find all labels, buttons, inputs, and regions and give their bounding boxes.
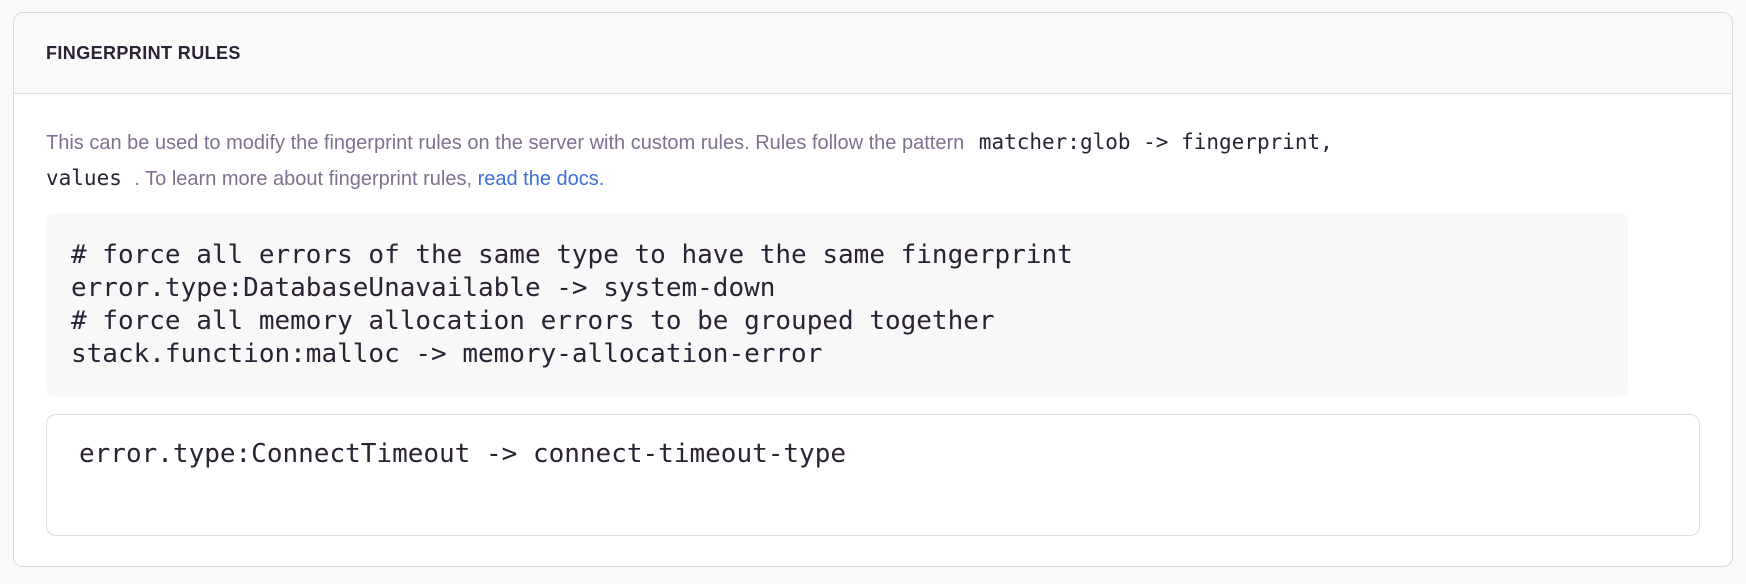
description-text-1: This can be used to modify the fingerpri… [46, 132, 965, 154]
inline-code-pattern: matcher:glob -> fingerprint, [978, 130, 1333, 154]
description-text-2: . To learn more about fingerprint rules, [134, 168, 473, 190]
fingerprint-rules-panel: FINGERPRINT RULES This can be used to mo… [13, 12, 1733, 567]
read-the-docs-link[interactable]: read the docs. [477, 168, 605, 190]
panel-title: FINGERPRINT RULES [46, 42, 241, 63]
fingerprint-rules-input[interactable]: error.type:ConnectTimeout -> connect-tim… [46, 414, 1700, 536]
description-line-1: This can be used to modify the fingerpri… [46, 125, 1700, 161]
example-rules-block: # force all errors of the same type to h… [46, 213, 1628, 397]
panel-header: FINGERPRINT RULES [14, 13, 1732, 94]
inline-code-values: values [46, 166, 122, 190]
description-line-2: values . To learn more about fingerprint… [46, 161, 1700, 197]
description: This can be used to modify the fingerpri… [46, 125, 1700, 197]
panel-body: This can be used to modify the fingerpri… [14, 94, 1732, 566]
